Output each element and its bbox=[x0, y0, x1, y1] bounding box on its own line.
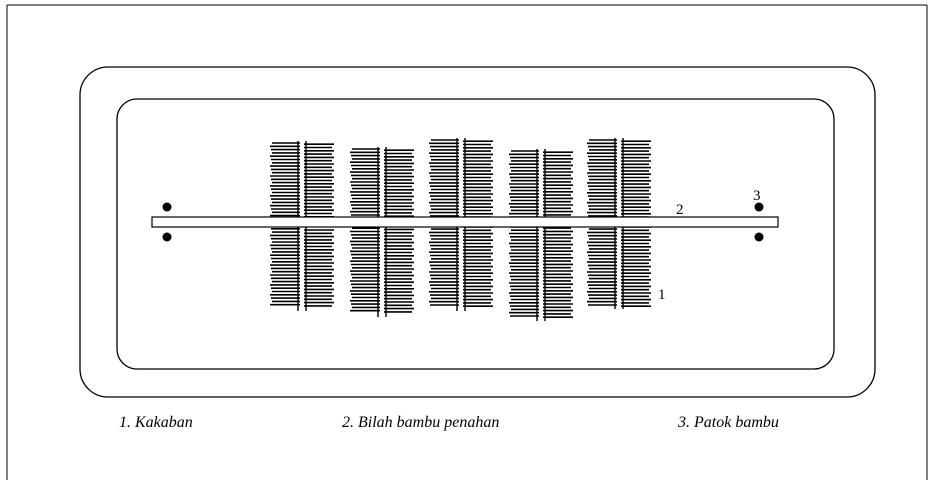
legend-bilah-bambu: 2. Bilah bambu penahan bbox=[342, 414, 500, 431]
legend-patok-bambu: 3. Patok bambu bbox=[678, 414, 779, 431]
bamboo-slat bbox=[151, 216, 779, 228]
kakaban-bundle bbox=[429, 138, 493, 311]
kakaban-bundle bbox=[270, 141, 334, 311]
callout-bilah: 2 bbox=[676, 202, 684, 218]
bamboo-stake bbox=[162, 232, 172, 242]
kakaban-bundle bbox=[350, 147, 414, 317]
callout-kakaban: 1 bbox=[658, 287, 666, 303]
bamboo-stake bbox=[162, 202, 172, 212]
kakaban-bundle bbox=[587, 138, 651, 309]
legend-kakaban: 1. Kakaban bbox=[119, 414, 193, 431]
kakaban-bundle bbox=[509, 149, 573, 321]
callout-patok: 3 bbox=[753, 188, 761, 204]
kakaban-group bbox=[270, 138, 651, 321]
pond-outer-outline bbox=[79, 66, 876, 398]
bamboo-stake bbox=[754, 232, 764, 242]
pond-inner-outline bbox=[116, 98, 835, 370]
bamboo-stake bbox=[754, 202, 764, 212]
